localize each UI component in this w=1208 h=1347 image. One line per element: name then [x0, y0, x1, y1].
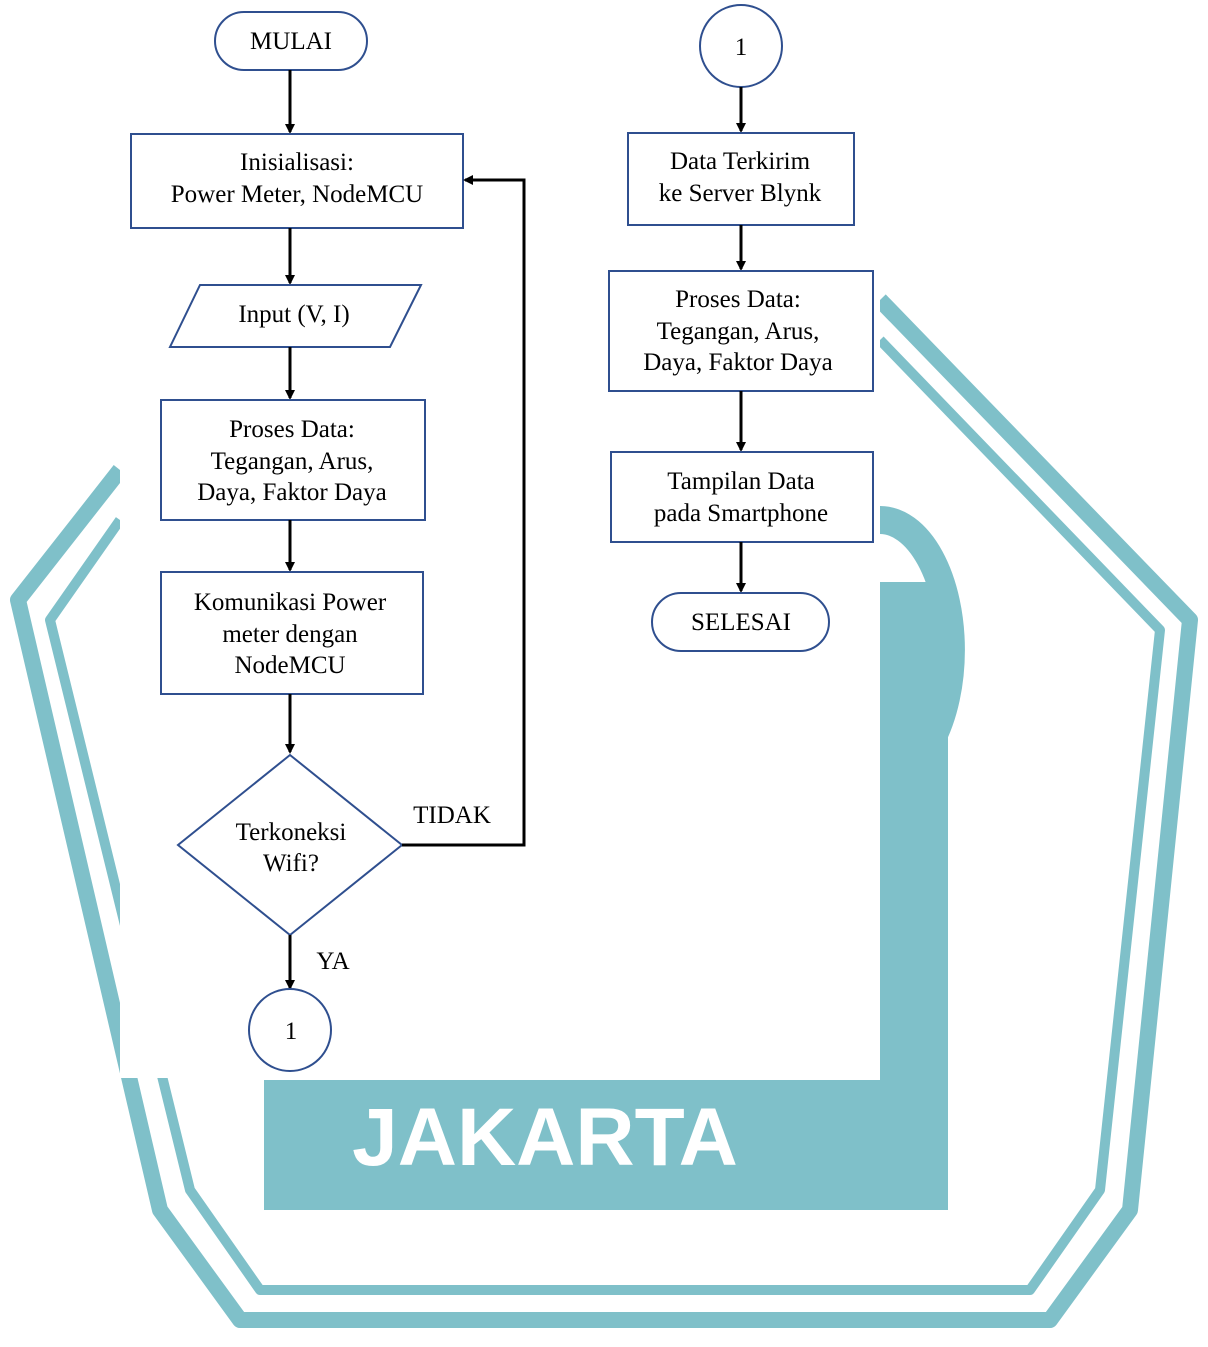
process-left-label-1: Proses Data: [229, 416, 355, 443]
left-flow [130, 11, 526, 1072]
sent-box [627, 132, 855, 226]
sent-label-2: ke Server Blynk [659, 180, 822, 207]
comm-label-1: Komunikasi Power [194, 589, 387, 616]
comm-label-2: meter dengan [222, 621, 358, 648]
process-right-label-1: Proses Data: [675, 286, 801, 313]
connector-left [248, 988, 332, 1072]
watermark-logo: JAKARTA [10, 294, 1198, 1328]
process-right-label-3: Daya, Faktor Daya [643, 349, 833, 376]
end-label: SELESAI [691, 609, 791, 636]
sent-label-1: Data Terkirim [670, 148, 811, 175]
no-label: TIDAK [413, 802, 491, 829]
comm-label-3: NodeMCU [234, 652, 345, 679]
left-flow-text: MULAI Inisialisasi: Power Meter, NodeMCU… [171, 28, 491, 1045]
init-box [130, 133, 464, 229]
display-label-1: Tampilan Data [667, 468, 815, 495]
yes-label: YA [316, 948, 349, 975]
decision-label-2: Wifi? [263, 850, 319, 877]
init-label-2: Power Meter, NodeMCU [171, 181, 423, 208]
comm-box [160, 571, 424, 695]
display-box [610, 451, 874, 543]
input-parallelogram [168, 284, 423, 348]
arrow-no-loop [402, 175, 526, 847]
process-left-label-2: Tegangan, Arus, [211, 448, 374, 475]
right-flow [608, 4, 874, 652]
input-label: Input (V, I) [238, 301, 349, 328]
right-flow-text: 1 Data Terkirim ke Server Blynk Proses D… [643, 34, 833, 636]
decision-label-1: Terkoneksi [236, 819, 347, 846]
end-terminator [651, 592, 830, 652]
connector-right-label: 1 [735, 34, 748, 61]
process-left-label-3: Daya, Faktor Daya [197, 479, 387, 506]
connector-left-label: 1 [285, 1018, 298, 1045]
start-label: MULAI [250, 28, 332, 55]
init-label-1: Inisialisasi: [240, 149, 354, 176]
process-right-label-2: Tegangan, Arus, [657, 318, 820, 345]
watermark-band [264, 1080, 948, 1210]
watermark-text: JAKARTA [352, 1092, 738, 1183]
process-box-left [160, 399, 426, 521]
display-label-2: pada Smartphone [654, 500, 828, 527]
